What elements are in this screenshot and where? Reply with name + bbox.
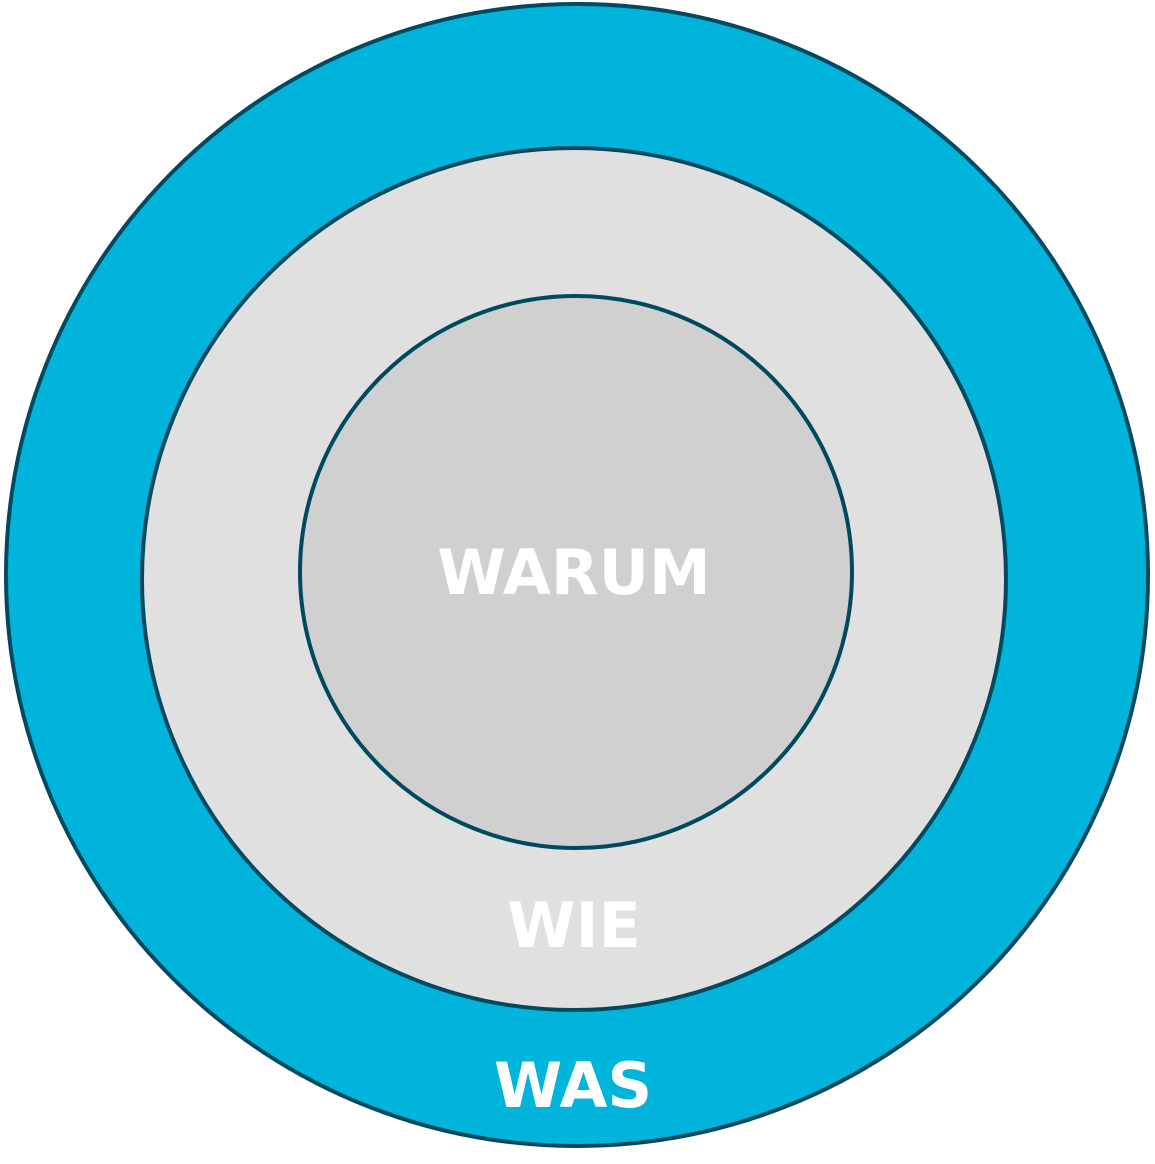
label-wie: WIE — [507, 889, 641, 962]
inner-circle-warum — [298, 294, 854, 850]
label-warum: WARUM — [437, 536, 710, 609]
label-was: WAS — [494, 1049, 652, 1122]
